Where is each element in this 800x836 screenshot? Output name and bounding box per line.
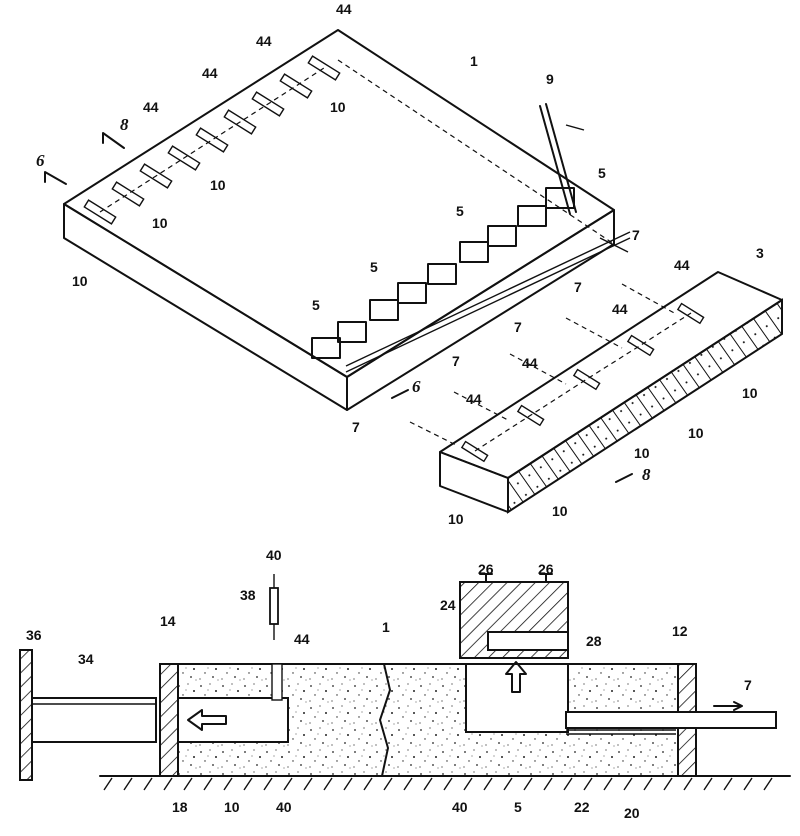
label-1-top: 1 [470, 53, 478, 69]
strip-anchors [460, 302, 705, 463]
break-line [379, 663, 391, 777]
ground-hatch [103, 777, 773, 791]
label-5-c: 5 [370, 259, 378, 275]
label-26-b: 26 [538, 561, 554, 577]
label-36: 36 [26, 627, 42, 643]
label-10-d: 10 [72, 273, 88, 289]
label-10-g: 10 [634, 445, 650, 461]
label-9: 9 [546, 71, 554, 87]
label-1-sec: 1 [382, 619, 390, 635]
label-40-top: 40 [266, 547, 282, 563]
label-10-b: 10 [210, 177, 226, 193]
bolt-44-gap [271, 663, 283, 701]
anchor-row-top [83, 55, 341, 225]
section-arrows [44, 132, 409, 399]
label-7-d: 7 [452, 353, 460, 369]
insert-5-block [465, 663, 569, 733]
label-10-e: 10 [742, 385, 758, 401]
label-20: 20 [624, 805, 640, 821]
label-40-a: 40 [276, 799, 292, 815]
label-44-h: 44 [466, 391, 482, 407]
plate-28 [487, 631, 569, 651]
label-10-f: 10 [688, 425, 704, 441]
label-44-c: 44 [202, 65, 218, 81]
end-plate-36 [19, 649, 33, 781]
label-sec-6-a: 6 [36, 151, 45, 170]
label-12: 12 [672, 623, 688, 639]
left-arrow-icon [187, 709, 227, 731]
label-7-c: 7 [514, 319, 522, 335]
label-10-c: 10 [152, 215, 168, 231]
label-sec-8-a: 8 [120, 115, 129, 134]
cable-lines [345, 231, 631, 373]
panel-3-strip [409, 271, 783, 514]
label-sec-6-b: 6 [412, 377, 421, 396]
label-40-b: 40 [452, 799, 468, 815]
label-7-e: 7 [352, 419, 360, 435]
label-28: 28 [586, 633, 602, 649]
pin-38 [269, 574, 279, 640]
hidden-edge [337, 59, 615, 245]
label-44-b: 44 [256, 33, 272, 49]
label-10-a: 10 [330, 99, 346, 115]
label-7-b: 7 [574, 279, 582, 295]
top-labels: 44 44 44 44 1 9 5 5 5 5 7 7 7 7 7 10 10 … [36, 1, 640, 435]
label-44-g: 44 [522, 355, 538, 371]
label-5-d: 5 [312, 297, 320, 313]
label-44-d: 44 [143, 99, 159, 115]
label-7-a: 7 [632, 227, 640, 243]
section-view [19, 573, 791, 791]
insert-row [311, 187, 575, 359]
label-sec-8-b: 8 [642, 465, 651, 484]
label-18: 18 [172, 799, 188, 815]
label-10-sec: 10 [224, 799, 240, 815]
label-44-sec: 44 [294, 631, 310, 647]
label-44-e: 44 [674, 257, 690, 273]
section-labels: 36 34 14 38 40 44 1 26 26 24 28 12 7 18 … [26, 547, 752, 821]
label-44-a: 44 [336, 1, 352, 17]
cable-7-channel [565, 711, 777, 729]
panel-side-face [346, 209, 615, 411]
label-24: 24 [440, 597, 456, 613]
label-14: 14 [160, 613, 176, 629]
end-wall-left [159, 663, 179, 777]
label-7-sec: 7 [744, 677, 752, 693]
label-10-h: 10 [552, 503, 568, 519]
up-arrow-icon [505, 661, 527, 693]
alignment-dashes [409, 283, 677, 447]
label-5-b: 5 [456, 203, 464, 219]
label-26-a: 26 [478, 561, 494, 577]
tool-9 [539, 103, 585, 215]
label-5-sec: 5 [514, 799, 522, 815]
label-5-a: 5 [598, 165, 606, 181]
strip-labels: 3 44 44 44 44 10 10 10 10 10 8 [448, 245, 764, 527]
rod-34 [31, 697, 157, 743]
label-3: 3 [756, 245, 764, 261]
panel-1-isometric [44, 29, 631, 411]
label-22: 22 [574, 799, 590, 815]
label-10-i: 10 [448, 511, 464, 527]
anchor-slot-10 [177, 697, 289, 743]
label-38: 38 [240, 587, 256, 603]
label-34: 34 [78, 651, 94, 667]
panel-front-face [63, 203, 348, 411]
label-44-f: 44 [612, 301, 628, 317]
